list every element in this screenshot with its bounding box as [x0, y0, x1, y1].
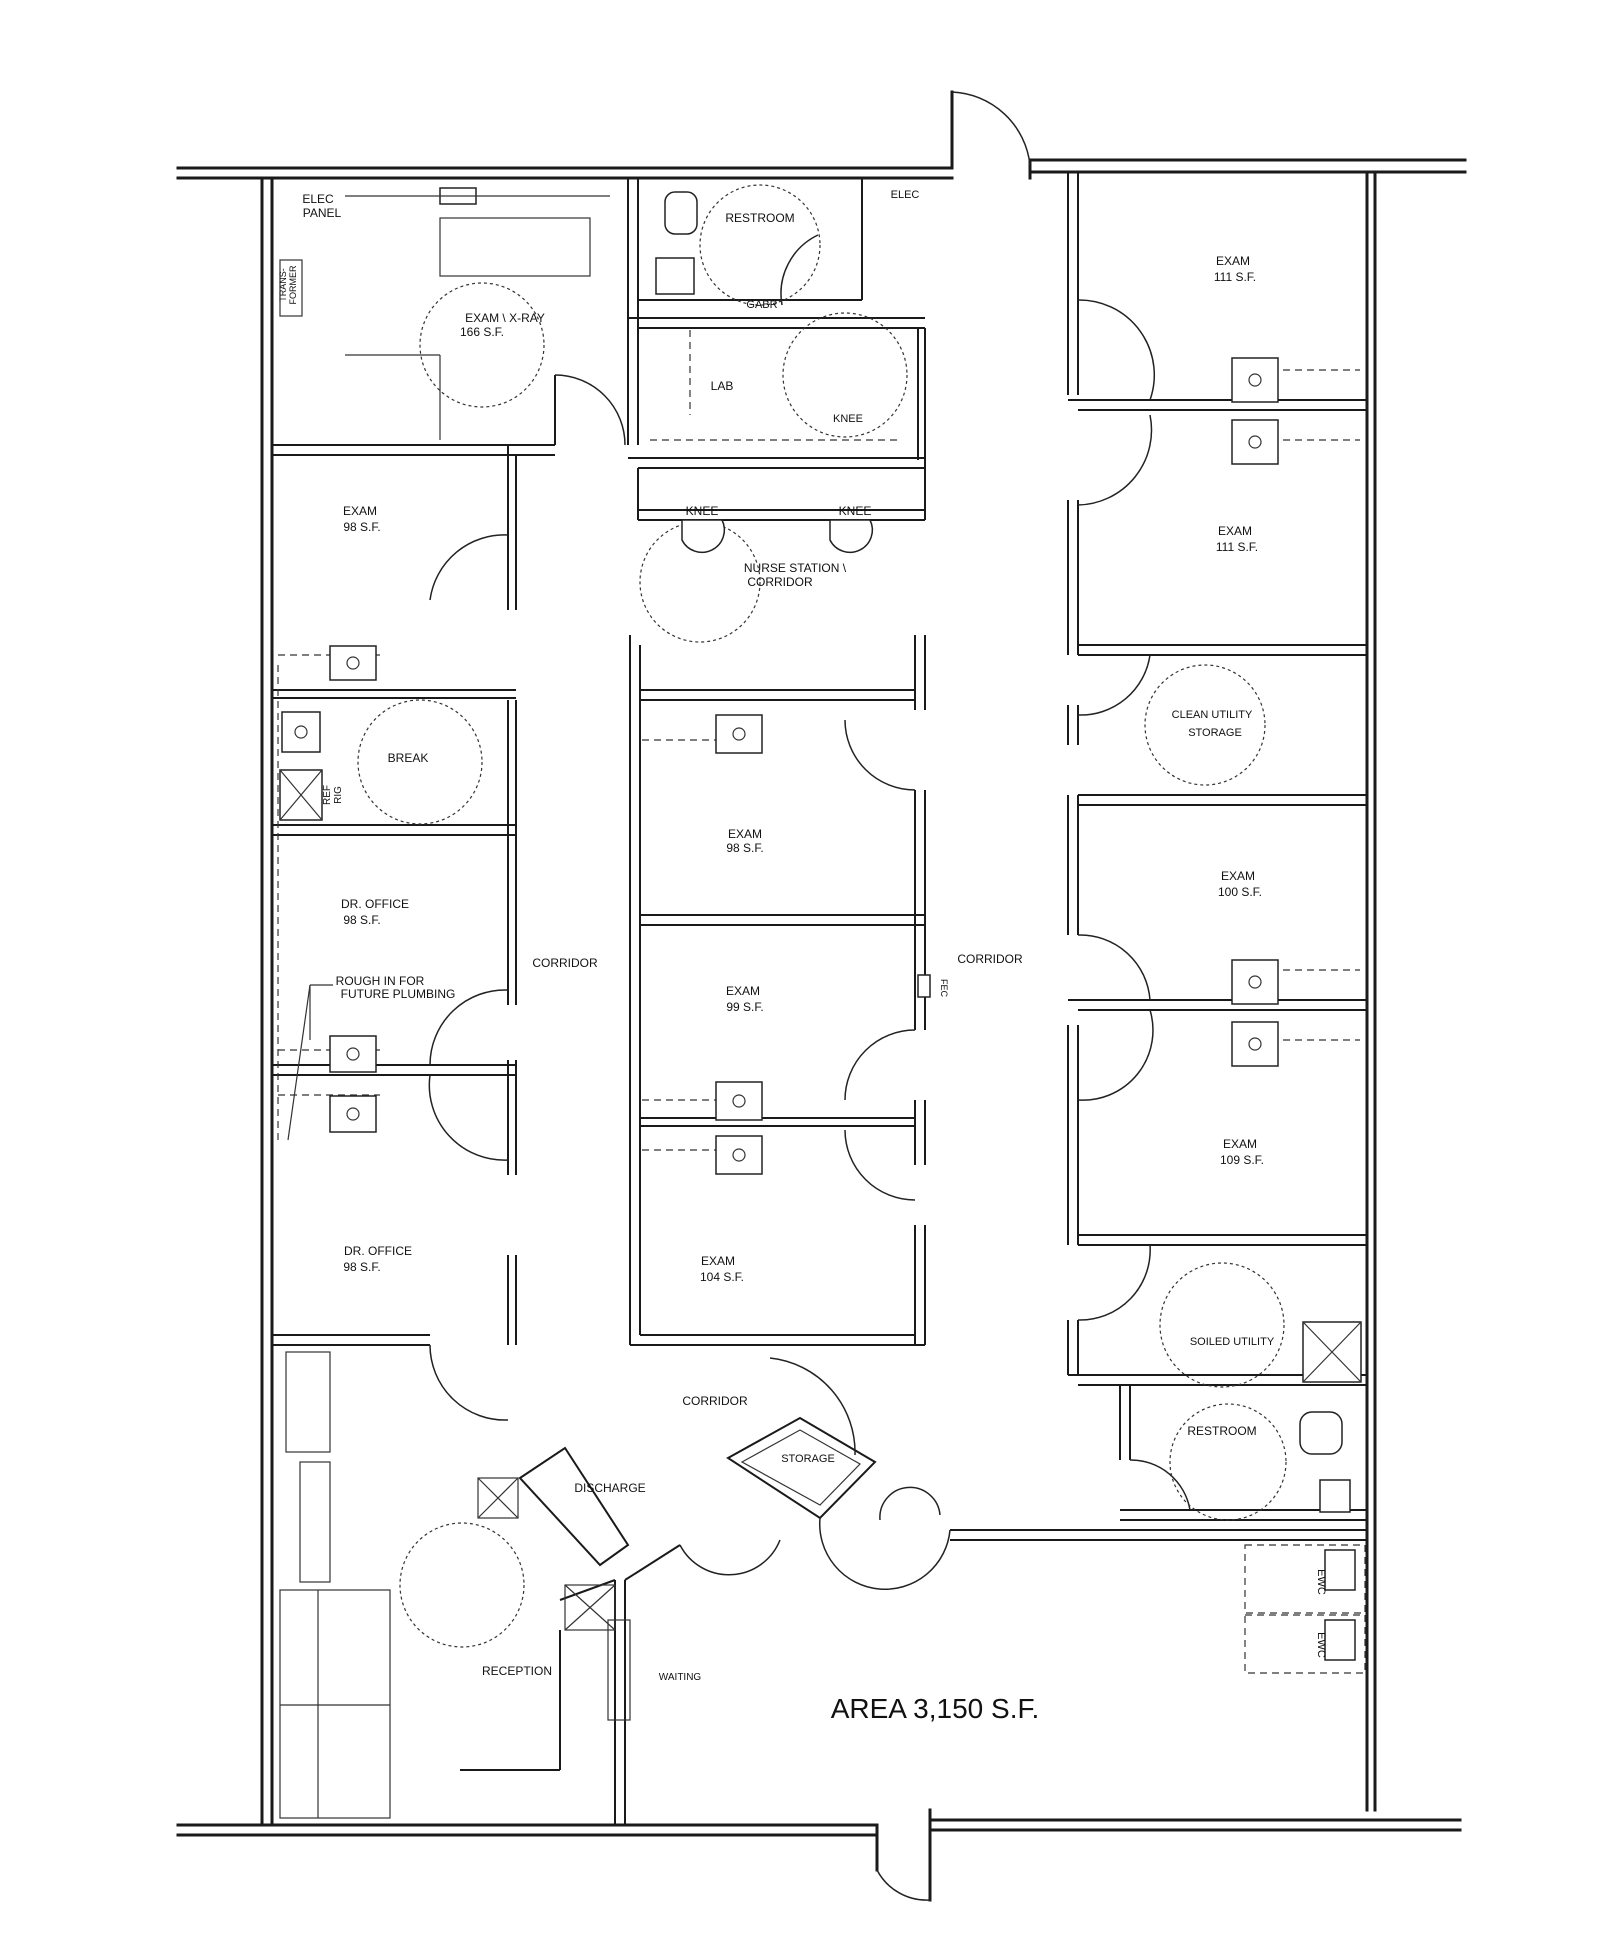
label-reception: RECEPTION: [482, 1664, 552, 1678]
label-grab: GABR: [746, 299, 777, 311]
label-corridor-right: CORRIDOR: [957, 952, 1023, 966]
label-corridor-bottom: CORRIDOR: [682, 1394, 748, 1408]
label-soiled-utility: SOILED UTILITY: [1190, 1336, 1275, 1348]
label-elec-top: ELEC: [891, 189, 920, 201]
rough-in-leader: [287, 984, 333, 1141]
fixtures: [277, 187, 1366, 1819]
label-fec: FEC: [939, 979, 949, 998]
label-ewc-2: EWC: [1315, 1632, 1327, 1658]
label-restroom-top: RESTROOM: [725, 211, 794, 225]
exterior-walls: [176, 90, 1467, 1902]
label-knee-lab: KNEE: [833, 413, 863, 425]
label-ewc-1: EWC: [1315, 1569, 1327, 1595]
door-swings: [428, 234, 1191, 1590]
label-refrig: REFRIG: [322, 785, 344, 805]
label-knee-right: KNEE: [839, 504, 872, 518]
label-corridor-left: CORRIDOR: [532, 956, 598, 970]
label-knee-left: KNEE: [686, 504, 719, 518]
label-break: BREAK: [388, 751, 429, 765]
label-restroom-bottom: RESTROOM: [1187, 1424, 1256, 1438]
label-transformer: TRANS-FORMER: [278, 265, 298, 304]
area-label: AREA 3,150 S.F.: [831, 1693, 1040, 1724]
label-nurse-station: NURSE STATION \CORRIDOR: [744, 561, 847, 589]
label-discharge: DISCHARGE: [574, 1481, 645, 1495]
label-lab: LAB: [711, 379, 734, 393]
label-storage: STORAGE: [781, 1453, 835, 1465]
label-waiting: WAITING: [659, 1672, 702, 1683]
